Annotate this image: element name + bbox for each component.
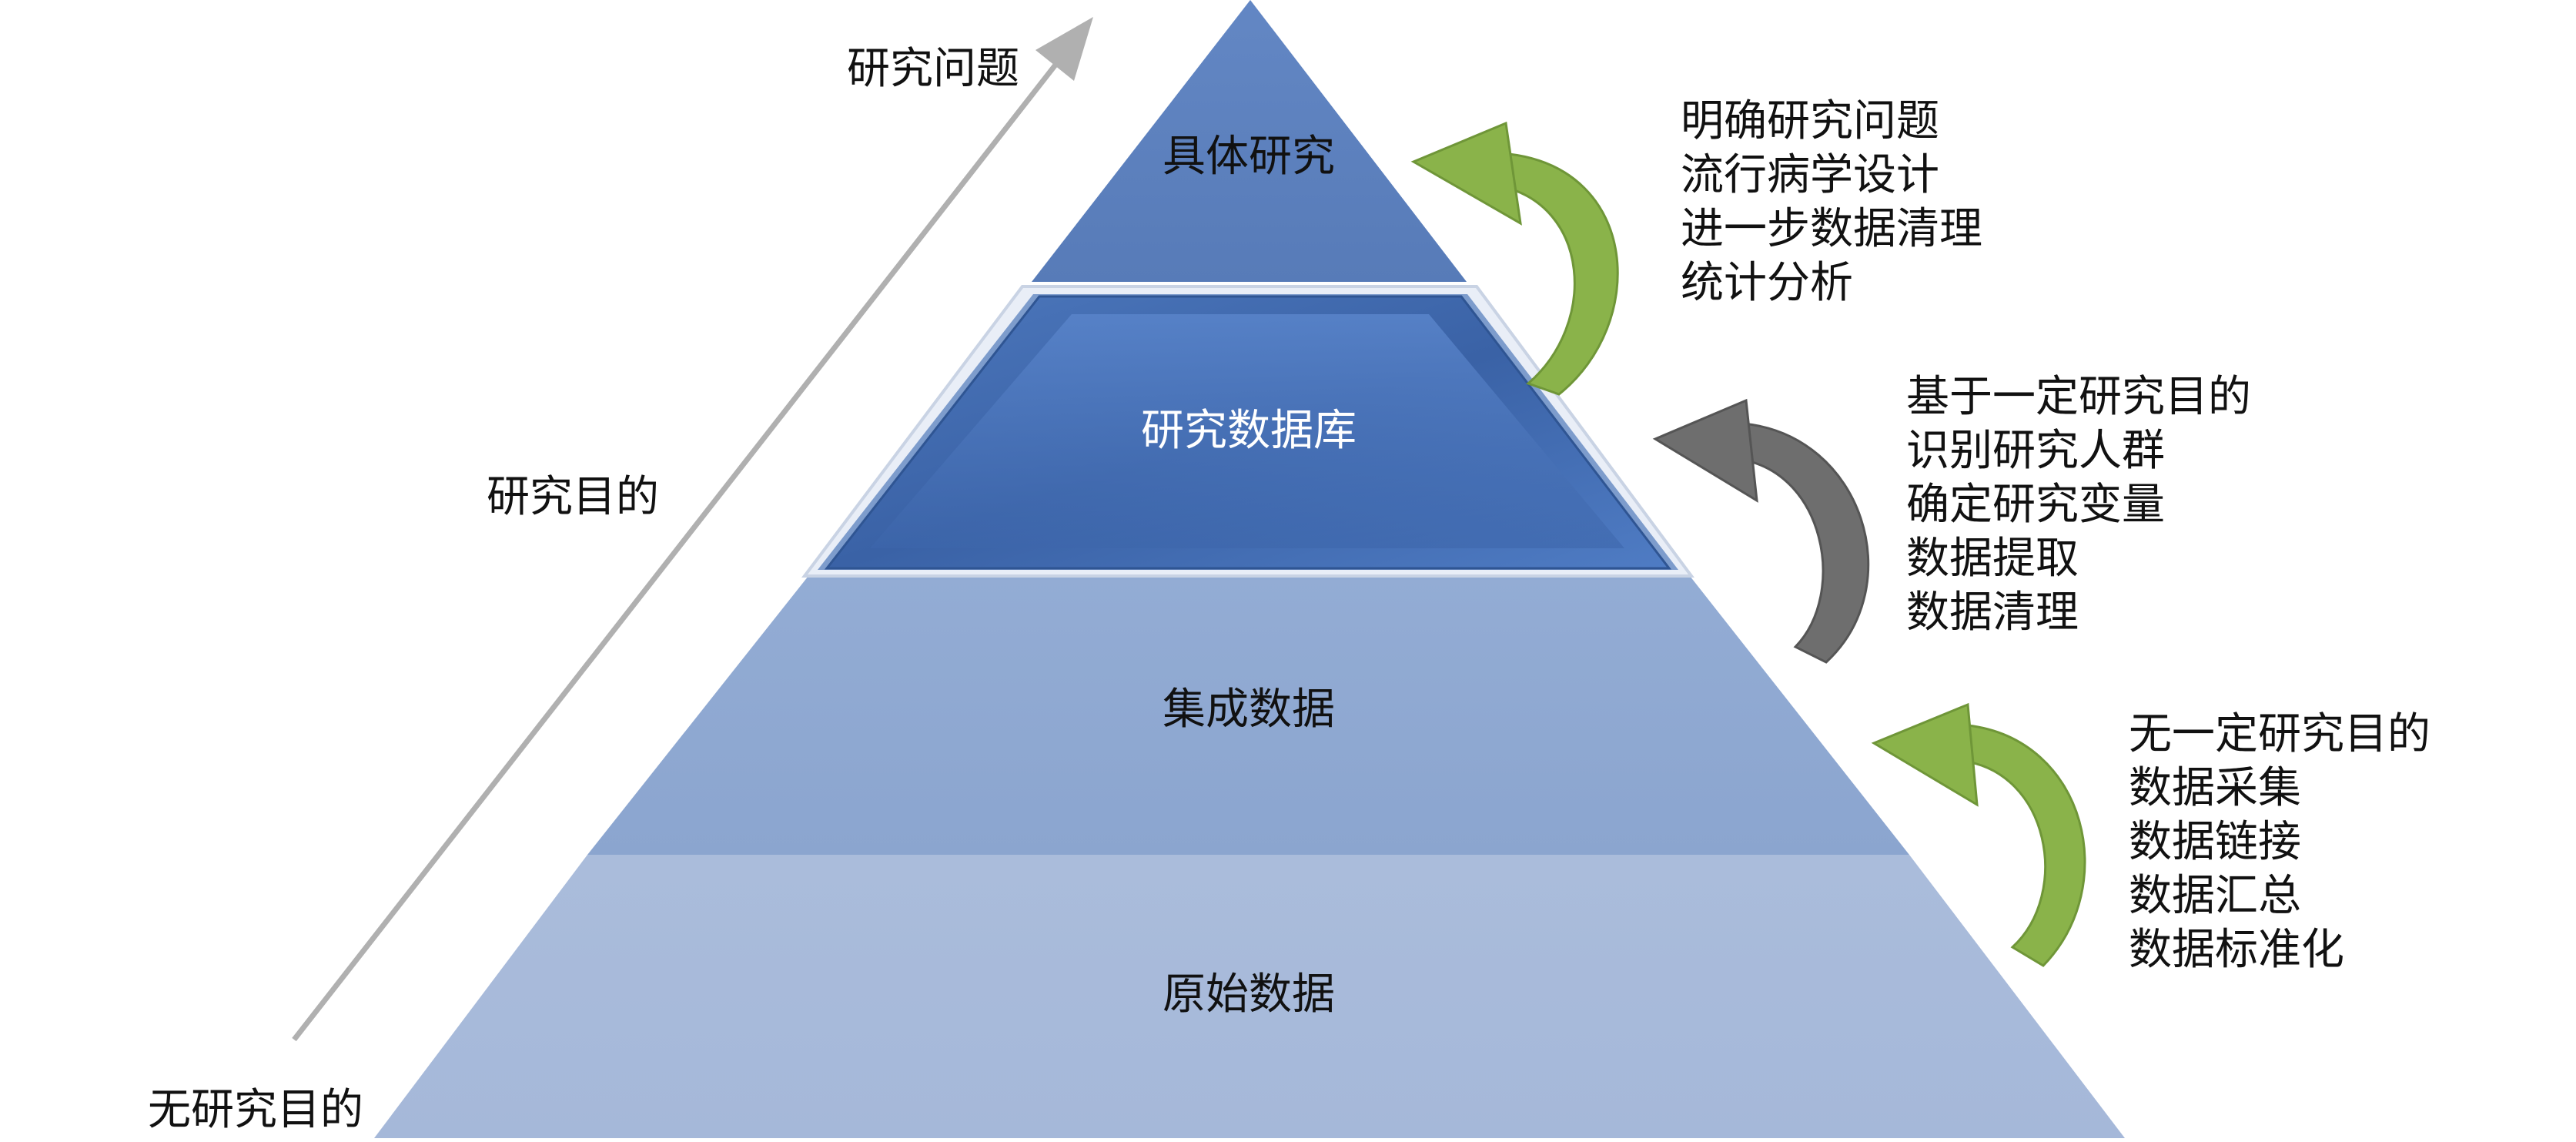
layer-specific-research xyxy=(1032,0,1467,282)
curved-arrow-database xyxy=(1652,398,1870,664)
annotation-line: 进一步数据清理 xyxy=(1681,204,1982,254)
layer-label-raw-data: 原始数据 xyxy=(1163,970,1335,1020)
annotation-line: 明确研究问题 xyxy=(1681,96,1939,146)
annotation-line: 数据链接 xyxy=(2129,817,2301,867)
annotation-specific-research: 明确研究问题 流行病学设计 进一步数据清理 统计分析 xyxy=(1681,96,1982,308)
layer-label-integrated-data: 集成数据 xyxy=(1163,685,1335,735)
pyramid xyxy=(374,0,2125,1138)
annotation-line: 确定研究变量 xyxy=(1906,480,2165,530)
annotation-line: 数据采集 xyxy=(2129,763,2301,813)
annotation-line: 流行病学设计 xyxy=(1681,150,1939,200)
layer-raw-data xyxy=(374,855,2125,1138)
axis-label-no-purpose: 无研究目的 xyxy=(148,1085,363,1135)
annotation-database: 基于一定研究目的 识别研究人群 确定研究变量 数据提取 数据清理 xyxy=(1906,372,2251,638)
annotation-integrated-data: 无一定研究目的 数据采集 数据链接 数据汇总 数据标准化 xyxy=(2129,709,2430,975)
layer-label-specific-research: 具体研究 xyxy=(1163,132,1335,182)
annotation-line: 数据汇总 xyxy=(2129,871,2301,921)
annotation-line: 基于一定研究目的 xyxy=(1906,372,2251,422)
axis-label-research-purpose: 研究目的 xyxy=(487,472,659,522)
research-axis-arrow xyxy=(292,17,1093,1042)
axis-label-research-question: 研究问题 xyxy=(847,44,1019,94)
annotation-line: 统计分析 xyxy=(1681,258,1853,308)
annotation-line: 数据标准化 xyxy=(2129,925,2344,975)
layer-label-database: 研究数据库 xyxy=(1141,406,1357,456)
annotation-line: 识别研究人群 xyxy=(1906,426,2165,476)
layer-integrated-data xyxy=(587,576,1909,855)
curved-arrow-specific-research xyxy=(1410,121,1619,396)
annotation-line: 数据提取 xyxy=(1906,534,2079,584)
annotation-line: 无一定研究目的 xyxy=(2129,709,2430,759)
curved-arrow-integrated-data xyxy=(1871,702,2086,967)
annotation-line: 数据清理 xyxy=(1906,588,2079,638)
